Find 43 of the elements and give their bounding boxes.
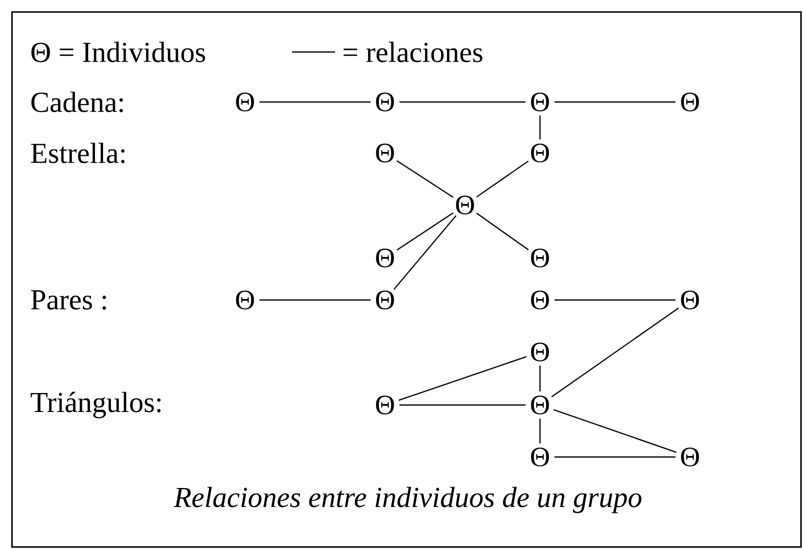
individual-symbol: Θ	[531, 396, 549, 414]
relation-line	[260, 299, 370, 301]
individual-symbol: Θ	[681, 92, 699, 112]
individual-symbol: Θ	[236, 290, 254, 310]
individual-symbol: Θ	[681, 448, 699, 466]
individual-symbol: Θ	[456, 196, 474, 214]
relation-line	[394, 215, 457, 290]
relation-line	[396, 160, 454, 198]
caption: Relaciones entre individuos de un grupo	[174, 486, 642, 514]
individual-symbol: Θ	[376, 396, 394, 414]
row-label: Θ = Individuos	[31, 42, 206, 62]
relation-line	[260, 101, 370, 103]
relation-line	[554, 299, 676, 301]
individual-symbol: Θ	[681, 290, 699, 310]
row-label: Pares :	[31, 290, 106, 310]
individual-symbol: Θ	[531, 248, 549, 268]
individual-symbol: Θ	[236, 92, 254, 112]
legend-text: = relaciones	[344, 42, 482, 62]
relation-line	[400, 101, 526, 103]
individual-symbol: Θ	[376, 92, 394, 112]
relation-line	[476, 212, 529, 250]
individual-symbol: Θ	[531, 92, 549, 112]
row-label: Estrella:	[31, 142, 124, 164]
relation-line	[396, 212, 454, 251]
individual-symbol: Θ	[376, 144, 394, 162]
relation-line	[476, 160, 529, 198]
row-label: Cadena:	[31, 92, 123, 112]
individual-symbol: Θ	[531, 448, 549, 466]
relation-line	[551, 308, 679, 398]
individual-symbol: Θ	[531, 342, 549, 362]
relation-line	[554, 101, 676, 103]
individual-symbol: Θ	[531, 144, 549, 162]
individual-symbol: Θ	[376, 290, 394, 310]
individual-symbol: Θ	[376, 248, 394, 268]
relation-line	[400, 404, 526, 406]
relation-line	[539, 116, 541, 140]
relation-line	[539, 366, 541, 392]
relation-line	[539, 418, 541, 444]
relation-line	[554, 456, 676, 458]
individual-symbol: Θ	[531, 290, 549, 310]
relation-line	[398, 356, 527, 401]
row-label: Triángulos:	[30, 392, 161, 418]
relation-line	[553, 409, 677, 453]
